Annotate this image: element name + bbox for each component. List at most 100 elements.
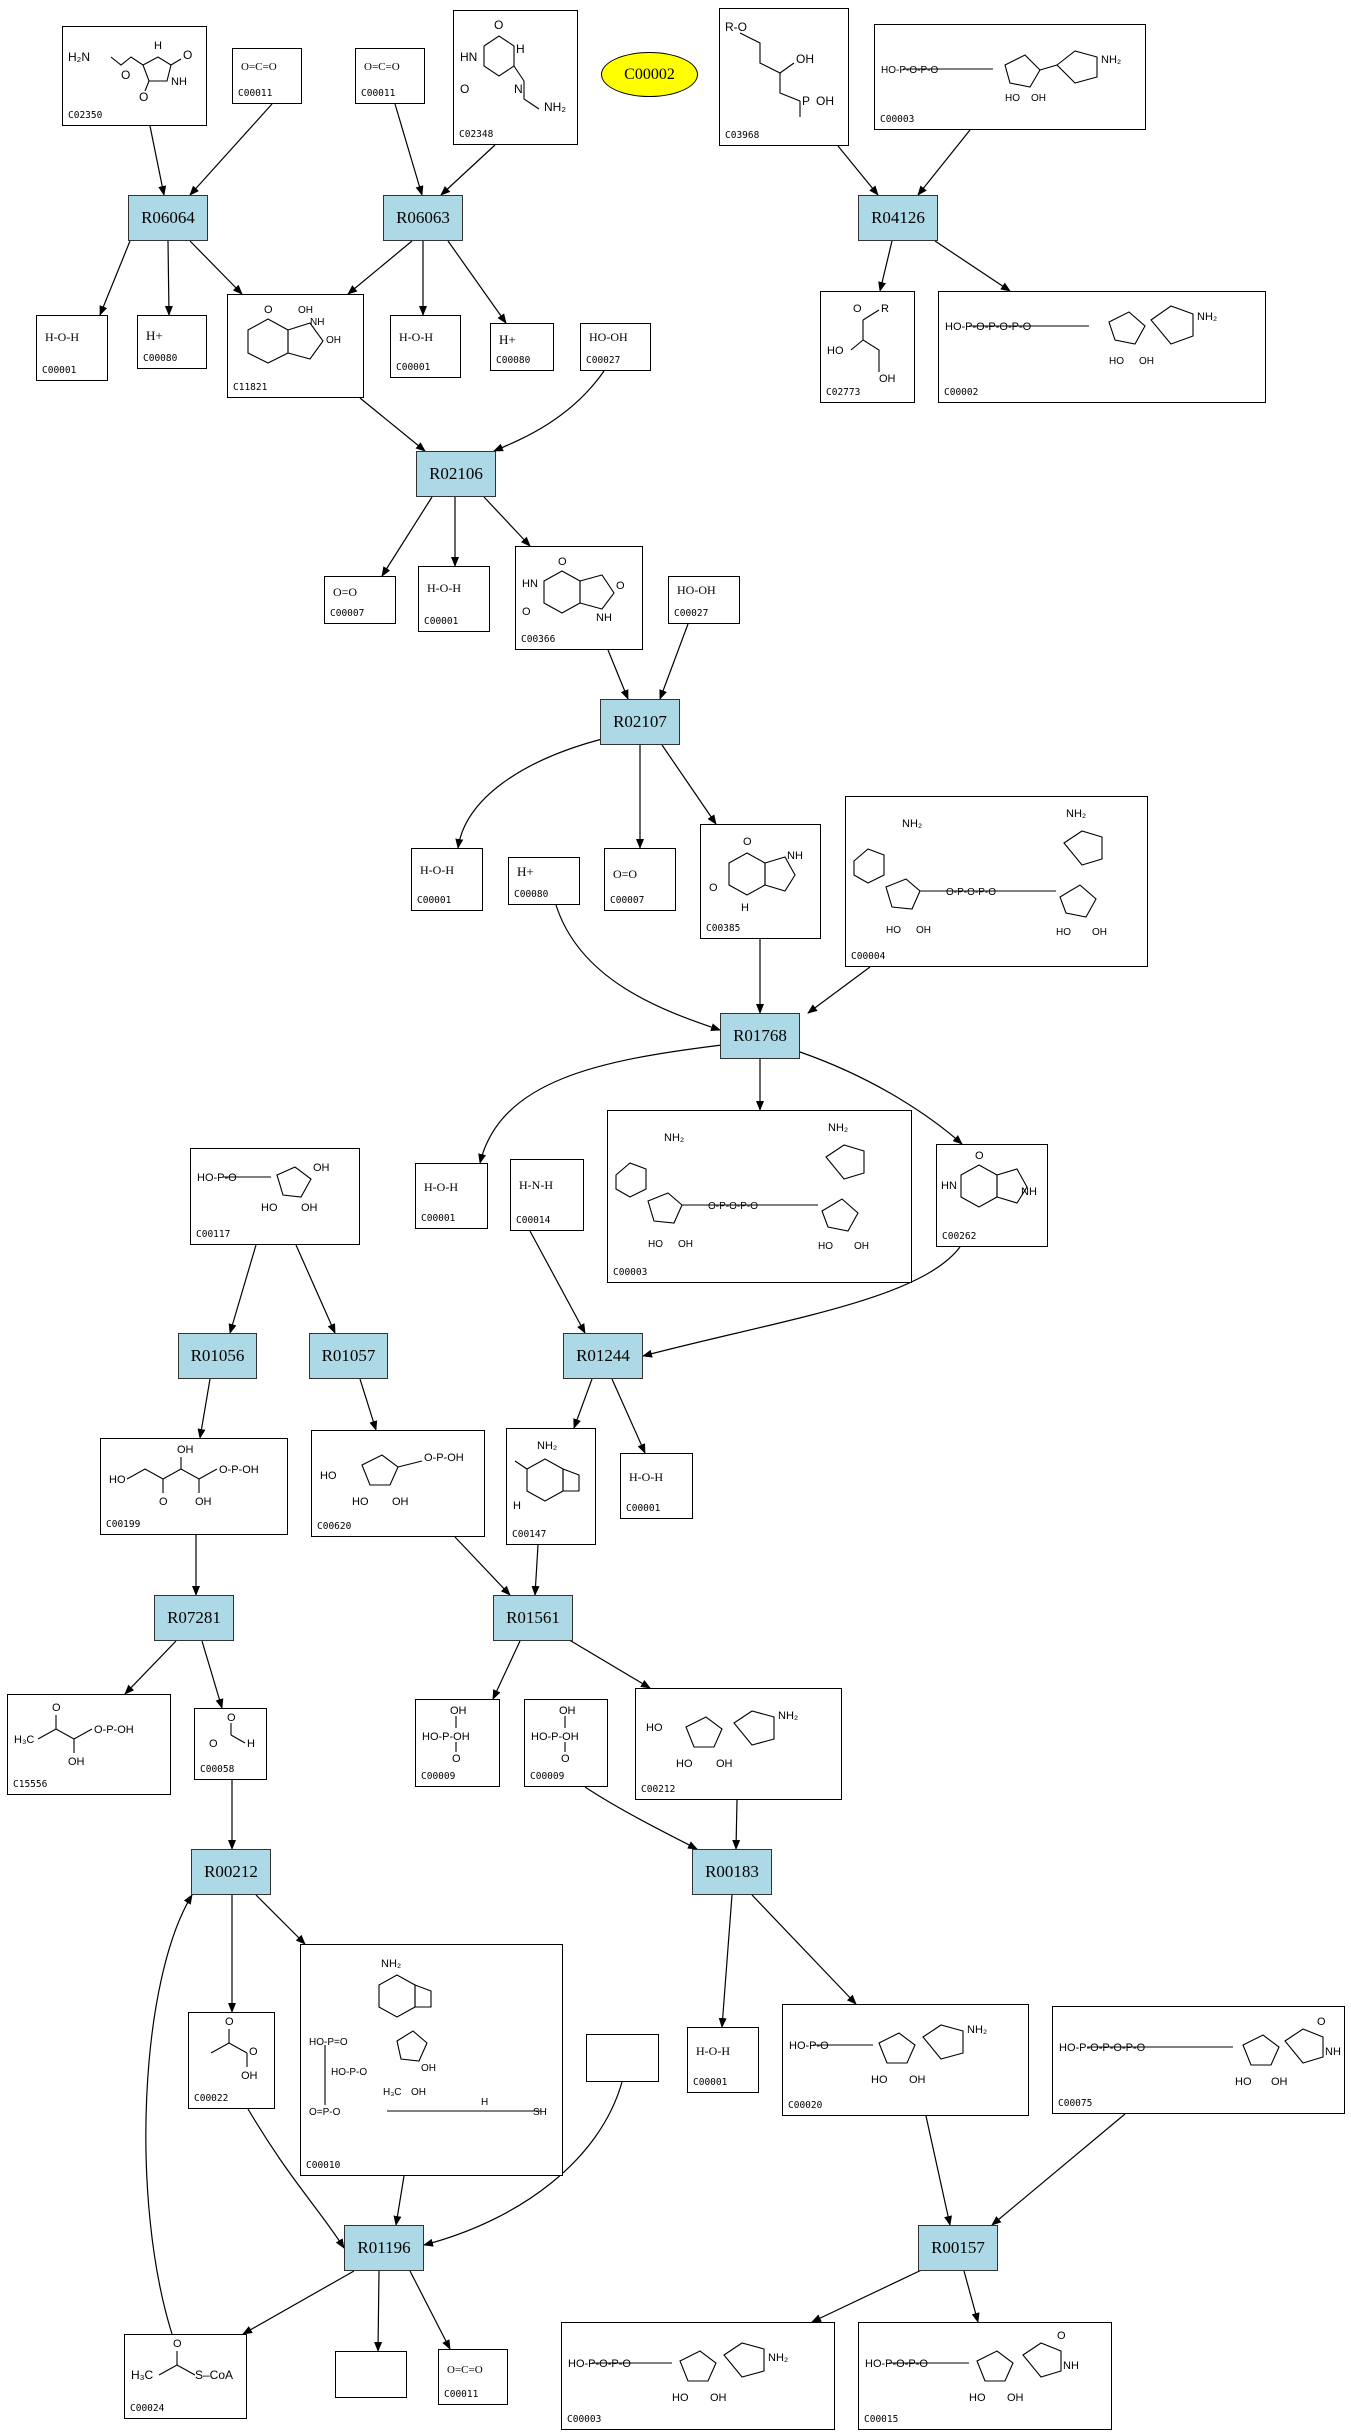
compound-c00011[interactable]: O=C=O C00011 (438, 2349, 508, 2405)
compound-c00009[interactable]: OH HO-P-OH O C00009 (524, 1699, 608, 1787)
compound-id: C00001 (626, 1503, 661, 1514)
reaction-edge (247, 2108, 345, 2249)
reaction-r01056[interactable]: R01056 (178, 1333, 257, 1379)
compound-c00003[interactable]: NH₂ NH₂ O-P-O-P-O HO OH HO OH C00003 (607, 1110, 912, 1283)
reaction-r00157[interactable]: R00157 (918, 2225, 998, 2271)
svg-text:O: O (227, 1712, 236, 1724)
compound-c00117[interactable]: HO-P-O OH HO OH C00117 (190, 1148, 360, 1245)
compound-formula: H+ (499, 332, 516, 347)
compound-c00010[interactable]: NH₂ HO-P=O HO-P-O O=P-O H₃C OH H SH OH C… (300, 1944, 563, 2176)
compound-c00002[interactable]: HO-P-O-P-O-P-O NH₂ HO OH C00002 (938, 291, 1266, 403)
compound-c00001[interactable]: H-O-H C00001 (390, 315, 461, 378)
reaction-r04126[interactable]: R04126 (858, 195, 938, 241)
compound-c00080[interactable]: H+ C00080 (490, 323, 554, 371)
svg-text:HO: HO (109, 1474, 126, 1486)
reaction-edge (447, 240, 507, 324)
reaction-r02107[interactable]: R02107 (600, 699, 680, 745)
compound-c00024[interactable]: O H₃C S–CoA C00024 (124, 2334, 247, 2419)
compound-c00212[interactable]: HO NH₂ HO OH C00212 (635, 1688, 842, 1800)
reaction-r01057[interactable]: R01057 (309, 1333, 388, 1379)
svg-text:HO: HO (352, 1496, 369, 1508)
compound-c00385[interactable]: O O NH H C00385 (700, 824, 821, 939)
compound-c02350[interactable]: H₂N O H O NH O C02350 (62, 26, 207, 126)
reaction-edge (423, 2081, 623, 2247)
compound-id: C00007 (330, 608, 365, 619)
compound-c00011[interactable]: O=C=O C00011 (232, 48, 302, 104)
reaction-edge (751, 1894, 857, 2005)
compound-c11821[interactable]: O OH OH NH C11821 (227, 294, 364, 398)
compound-c00011[interactable]: O=C=O C00011 (355, 48, 425, 104)
compound-c00001[interactable]: H-O-H C00001 (687, 2027, 759, 2093)
compound-c00075[interactable]: HO-P-O-P-O-P-O O NH HO OH C00075 (1052, 2006, 1345, 2114)
compound-c15556[interactable]: H₃C O OH O-P-OH C15556 (7, 1694, 171, 1795)
structure-icon: O-P-OH HO HO OH (320, 1452, 464, 1508)
structure-icon: OH HO-P-OH O (531, 1705, 579, 1765)
svg-text:HO: HO (672, 2392, 689, 2404)
reaction-r01196[interactable]: R01196 (344, 2225, 424, 2271)
reaction-edge (492, 1640, 521, 1700)
compound-c03968[interactable]: R-O OH P OH C03968 (719, 8, 849, 146)
compound-c00620[interactable]: O-P-OH HO HO OH C00620 (311, 1430, 485, 1537)
compound-c00262[interactable]: O HN NH C00262 (936, 1144, 1048, 1247)
reaction-r01244[interactable]: R01244 (563, 1333, 643, 1379)
reaction-r01561[interactable]: R01561 (493, 1595, 573, 1641)
compound-c00001[interactable]: H-O-H C00001 (36, 315, 108, 381)
svg-text:NH: NH (787, 850, 803, 862)
svg-text:NH₂: NH₂ (544, 100, 566, 114)
compound-c02773[interactable]: O R HO OH C02773 (820, 291, 915, 403)
compound-c00027[interactable]: HO-OH C00027 (580, 323, 651, 371)
reaction-r02106[interactable]: R02106 (416, 451, 496, 497)
reaction-edge (228, 1244, 257, 1334)
compound-formula: O=C=O (447, 2364, 483, 2376)
reaction-edge (483, 496, 531, 547)
compound-c00020[interactable]: HO-P-O NH₂ HO OH C00020 (782, 2004, 1029, 2116)
svg-text:S–CoA: S–CoA (195, 2368, 233, 2382)
compound-c00001[interactable]: H-O-H C00001 (411, 848, 483, 911)
compound-c00004[interactable]: NH₂ NH₂ O-P-O-P-O HO OH HO OH C00004 (845, 796, 1148, 967)
reaction-edge (347, 240, 413, 295)
compound-c00147[interactable]: NH₂ H C00147 (506, 1428, 596, 1545)
compound-blank[interactable] (586, 2034, 659, 2082)
compound-c00058[interactable]: O O H C00058 (194, 1708, 267, 1780)
compound-c00027[interactable]: HO-OH C00027 (668, 576, 740, 624)
reaction-r00212[interactable]: R00212 (191, 1849, 271, 1895)
compound-c00199[interactable]: HO OH O OH O-P-OH C00199 (100, 1438, 288, 1535)
compound-c00014[interactable]: H-N-H C00014 (510, 1159, 584, 1231)
reaction-r06063[interactable]: R06063 (383, 195, 463, 241)
svg-text:HO-P-OH: HO-P-OH (422, 1731, 470, 1743)
reaction-r00183[interactable]: R00183 (692, 1849, 772, 1895)
svg-text:O: O (460, 82, 469, 96)
compound-c00007[interactable]: O=O C00007 (604, 848, 676, 911)
compound-c00001[interactable]: H-O-H C00001 (415, 1163, 488, 1229)
compound-id: C00027 (586, 355, 621, 366)
compound-c02348[interactable]: O HN H O N NH₂ C02348 (453, 10, 578, 145)
svg-text:N: N (514, 82, 523, 96)
compound-formula: O=C=O (364, 61, 400, 73)
compound-id: C00011 (361, 88, 396, 99)
svg-text:O: O (616, 580, 625, 592)
compound-c00015[interactable]: HO-P-O-P-O O NH HO OH C00015 (858, 2322, 1112, 2430)
compound-c00366[interactable]: O HN O O NH C00366 (515, 546, 643, 650)
target-compound-c00002[interactable]: C00002 (601, 52, 698, 97)
compound-c00003[interactable]: HO-P-O-P-O NH₂ HO OH C00003 (874, 24, 1146, 130)
svg-text:O: O (209, 1738, 218, 1750)
reaction-edge (811, 2265, 931, 2323)
svg-text:O: O (452, 1753, 461, 1765)
compound-c00001[interactable]: H-O-H C00001 (418, 566, 490, 632)
reaction-edge (381, 496, 433, 577)
compound-c00001[interactable]: H-O-H C00001 (620, 1453, 693, 1519)
reaction-r06064[interactable]: R06064 (128, 195, 208, 241)
reaction-r07281[interactable]: R07281 (154, 1595, 234, 1641)
compound-id: C02773 (826, 387, 861, 398)
compound-c00007[interactable]: O=O C00007 (324, 576, 396, 624)
compound-c00080[interactable]: H+ C00080 (137, 315, 207, 369)
svg-text:HO-P-O-P-O-P-O: HO-P-O-P-O-P-O (945, 321, 1032, 333)
compound-blank[interactable] (335, 2351, 407, 2398)
compound-c00022[interactable]: O O OH C00022 (188, 2012, 275, 2109)
compound-c00080[interactable]: H+ C00080 (508, 857, 580, 905)
compound-c00003[interactable]: HO-P-O-P-O NH₂ HO OH C00003 (561, 2322, 835, 2430)
compound-c00009[interactable]: OH HO-P-OH O C00009 (415, 1699, 500, 1787)
svg-text:HO-P-O-P-O-P-O: HO-P-O-P-O-P-O (1059, 2042, 1146, 2054)
reaction-r01768[interactable]: R01768 (720, 1013, 800, 1059)
